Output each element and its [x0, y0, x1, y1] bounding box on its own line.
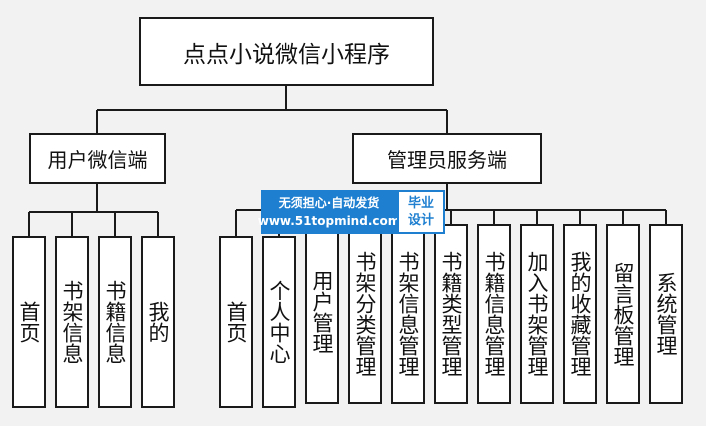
leaf-node: 书架分类管理 — [348, 224, 382, 404]
leaf-node-label: 系统管理 — [654, 272, 678, 356]
leaf-node-label: 书籍类型管理 — [439, 251, 463, 377]
leaf-node-label: 我的 — [146, 301, 170, 343]
leaf-node-label: 书架信息管理 — [396, 251, 420, 377]
watermark-line-1: 无须担心·自动发货 — [278, 196, 380, 210]
leaf-node-label: 书籍信息 — [103, 280, 127, 364]
watermark-badge-line-2: 设计 — [407, 213, 434, 228]
watermark-badge-line-1: 毕业 — [407, 196, 434, 211]
root-node-label: 点点小说微信小程序 — [183, 41, 390, 68]
leaf-node: 首页 — [12, 236, 46, 408]
watermark-badge: 毕业 设计 — [397, 190, 445, 234]
leaf-node-label: 书架分类管理 — [353, 251, 377, 377]
watermark-text: 无须担心·自动发货 www.51topmind.com — [258, 190, 400, 234]
leaf-node-label: 个人中心 — [267, 280, 291, 364]
watermark-line-2: www.51topmind.com — [257, 214, 401, 228]
leaf-node: 书架信息管理 — [391, 224, 425, 404]
leaf-node-label: 加入书架管理 — [525, 251, 549, 377]
leaf-node-label: 我的收藏管理 — [568, 251, 592, 377]
leaf-node: 书籍类型管理 — [434, 224, 468, 404]
leaf-node-label: 首页 — [224, 301, 248, 343]
branch-node-admin: 管理员服务端 — [352, 133, 542, 184]
branch-node-user: 用户微信端 — [29, 133, 166, 184]
leaf-node: 首页 — [219, 236, 253, 408]
leaf-node: 书架信息 — [55, 236, 89, 408]
leaf-node: 我的收藏管理 — [563, 224, 597, 404]
leaf-node-label: 用户管理 — [310, 270, 334, 354]
leaf-node-label: 留言板管理 — [611, 261, 635, 367]
leaf-node: 用户管理 — [305, 220, 339, 404]
leaf-node-label: 书籍信息管理 — [482, 251, 506, 377]
watermark-banner: 无须担心·自动发货 www.51topmind.com 毕业 设计 — [258, 190, 445, 234]
leaf-node: 加入书架管理 — [520, 224, 554, 404]
leaf-node-label: 首页 — [17, 301, 41, 343]
leaf-node: 我的 — [141, 236, 175, 408]
leaf-node: 系统管理 — [649, 224, 683, 404]
leaf-node: 个人中心 — [262, 236, 296, 408]
leaf-node: 留言板管理 — [606, 224, 640, 404]
root-node: 点点小说微信小程序 — [139, 17, 434, 86]
leaf-node: 书籍信息管理 — [477, 224, 511, 404]
leaf-node-label: 书架信息 — [60, 280, 84, 364]
branch-node-user-label: 用户微信端 — [47, 148, 148, 172]
branch-node-admin-label: 管理员服务端 — [387, 148, 507, 172]
leaf-node: 书籍信息 — [98, 236, 132, 408]
